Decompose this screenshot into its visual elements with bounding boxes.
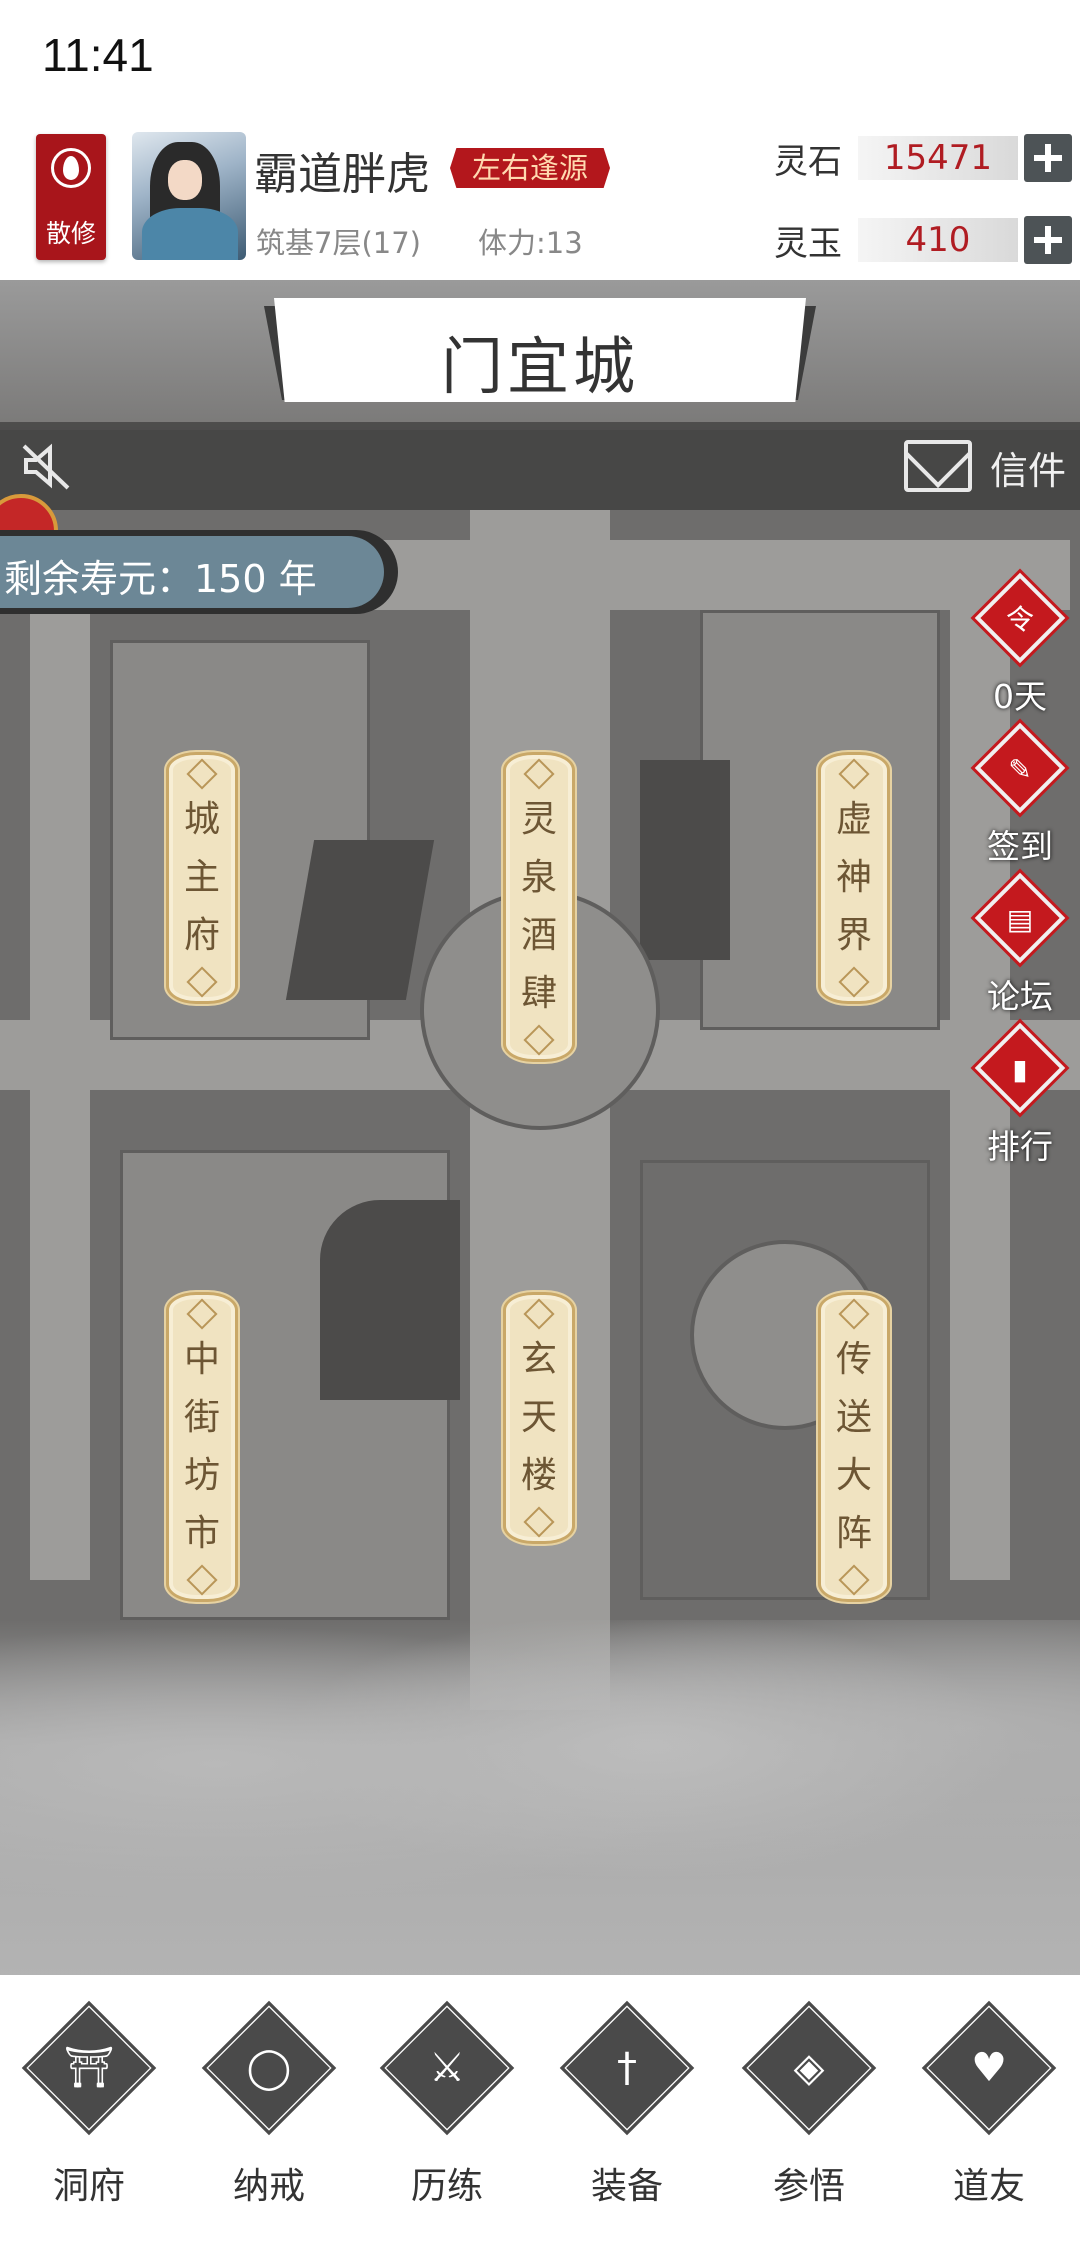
title-tag[interactable]: 左右逢源 bbox=[450, 148, 611, 188]
location-spirit-spring-tavern[interactable]: 灵 泉 酒 肆 bbox=[503, 752, 575, 1062]
location-xuantian-tower[interactable]: 玄 天 楼 bbox=[503, 1292, 575, 1544]
player-name: 霸道胖虎 bbox=[254, 149, 430, 200]
spirit-jade-label: 灵玉 bbox=[774, 224, 842, 264]
sect-badge[interactable]: 散修 bbox=[36, 134, 106, 260]
token-icon: 令 bbox=[1005, 603, 1034, 636]
nav-equipment[interactable]: † 装备 bbox=[552, 2000, 702, 2225]
lifespan-bar: 剩余寿元：150 年 bbox=[0, 530, 398, 614]
nav-training[interactable]: ⚔ 历练 bbox=[372, 2000, 522, 2225]
crossed-swords-icon: ⚔ bbox=[429, 2045, 465, 2091]
cultivation-realm: 筑基7层(17) bbox=[256, 226, 421, 260]
sound-off-icon[interactable] bbox=[18, 438, 74, 494]
spirit-stone-box: 15471 bbox=[858, 136, 1018, 180]
location-central-market[interactable]: 中 街 坊 市 bbox=[166, 1292, 238, 1602]
ring-icon: ◯ bbox=[246, 2045, 292, 2091]
nav-label: 洞府 bbox=[52, 2166, 125, 2207]
nav-label: 历练 bbox=[410, 2166, 483, 2207]
forum-label: 论坛 bbox=[987, 977, 1053, 1016]
bottom-nav: ⛩ 洞府 ◯ 纳戒 ⚔ 历练 † 装备 ◈ 参悟 ♥ 道友 bbox=[0, 1975, 1080, 2244]
ranking-label: 排行 bbox=[987, 1127, 1053, 1166]
city-name: 门宜城 bbox=[440, 330, 639, 403]
nav-comprehension[interactable]: ◈ 参悟 bbox=[734, 2000, 884, 2225]
spirit-stone-label: 灵石 bbox=[774, 142, 842, 182]
token-button[interactable]: 令 0天 bbox=[966, 572, 1074, 730]
envelope-icon bbox=[904, 440, 972, 492]
sign-in-label: 签到 bbox=[987, 827, 1053, 866]
nav-storage-ring[interactable]: ◯ 纳戒 bbox=[194, 2000, 344, 2225]
spirit-stone-value: 15471 bbox=[883, 138, 993, 178]
nav-friends[interactable]: ♥ 道友 bbox=[914, 2000, 1064, 2225]
location-teleport-array[interactable]: 传 送 大 阵 bbox=[818, 1292, 890, 1602]
handshake-icon: ♥ bbox=[971, 2045, 1007, 2091]
open-book-icon: ◈ bbox=[793, 2045, 825, 2091]
city-map[interactable]: 门宜城 信件 剩余寿元：150 年 城 主 府 灵 泉 酒 bbox=[0, 280, 1080, 1975]
sect-label: 散修 bbox=[45, 219, 96, 248]
location-city-lord-mansion[interactable]: 城 主 府 bbox=[166, 752, 238, 1004]
add-spirit-stone-button[interactable] bbox=[1024, 134, 1072, 182]
lifespan-text: 剩余寿元：150 年 bbox=[4, 557, 317, 601]
forum-button[interactable]: ▤ 论坛 bbox=[966, 872, 1074, 1030]
book-icon: ▤ bbox=[1006, 903, 1034, 936]
avatar[interactable] bbox=[132, 132, 246, 260]
nav-cave-dwelling[interactable]: ⛩ 洞府 bbox=[14, 2000, 164, 2225]
token-days-label: 0天 bbox=[993, 677, 1047, 716]
city-banner: 门宜城 bbox=[250, 298, 830, 410]
lotus-icon bbox=[51, 148, 91, 188]
mail-button[interactable]: 信件 bbox=[902, 436, 1078, 496]
nav-label: 道友 bbox=[952, 2166, 1025, 2207]
dagger-icon: † bbox=[617, 2045, 637, 2091]
spirit-jade-box: 410 bbox=[858, 218, 1018, 262]
map-clouds-bottom bbox=[0, 1620, 1080, 1975]
stamina: 体力:13 bbox=[478, 226, 583, 260]
player-header: 散修 霸道胖虎 左右逢源 筑基7层(17) 体力:13 灵石 15471 灵玉 … bbox=[0, 128, 1080, 280]
mail-label: 信件 bbox=[990, 449, 1067, 493]
spirit-jade-value: 410 bbox=[905, 220, 971, 260]
nav-label: 参悟 bbox=[772, 2166, 845, 2207]
add-spirit-jade-button[interactable] bbox=[1024, 216, 1072, 264]
calendar-icon: ✎ bbox=[1008, 753, 1032, 786]
sign-in-button[interactable]: ✎ 签到 bbox=[966, 722, 1074, 880]
ranking-button[interactable]: ▮ 排行 bbox=[966, 1022, 1074, 1180]
nav-label: 纳戒 bbox=[232, 2166, 305, 2207]
nav-label: 装备 bbox=[590, 2166, 663, 2207]
status-time: 11:41 bbox=[42, 29, 154, 81]
notice-bar bbox=[0, 422, 1080, 510]
side-menu: 令 0天 ✎ 签到 ▤ 论坛 ▮ 排行 bbox=[966, 572, 1074, 1460]
gate-icon: ⛩ bbox=[63, 2045, 115, 2091]
bar-chart-icon: ▮ bbox=[1012, 1053, 1028, 1086]
location-void-god-realm[interactable]: 虚 神 界 bbox=[818, 752, 890, 1004]
